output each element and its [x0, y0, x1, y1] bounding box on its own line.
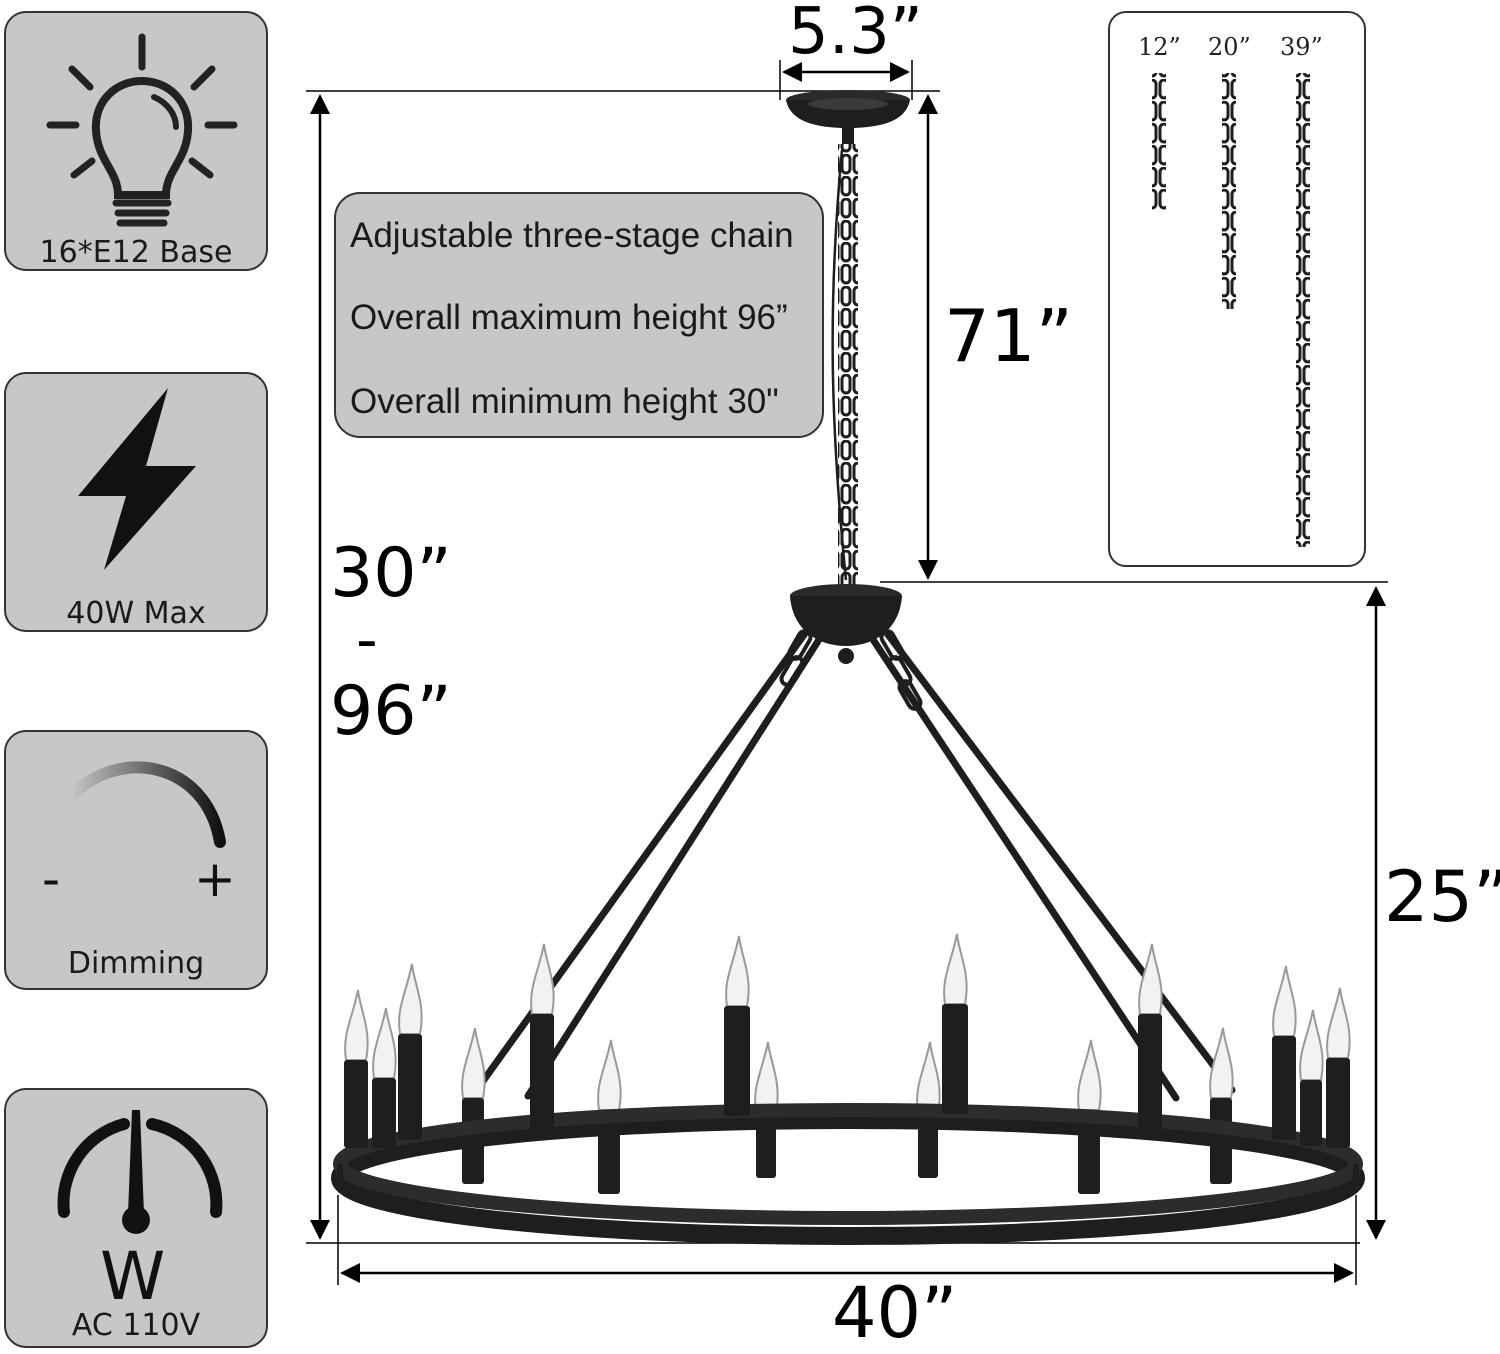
candle — [1138, 943, 1163, 1134]
height-min-label: 30” — [330, 534, 452, 613]
info-line-chain: Adjustable three-stage chain — [350, 216, 794, 255]
chain-label-medium: 20” — [1208, 33, 1251, 61]
candle-sleeve — [1272, 1036, 1296, 1140]
chain-samples — [1152, 73, 1310, 547]
candle-sleeve — [724, 1006, 750, 1116]
support-rods — [474, 628, 1236, 1102]
candle-bulb — [754, 1041, 779, 1113]
candle-bulb — [344, 989, 369, 1061]
candle-bulb — [1326, 987, 1351, 1059]
chain-sample-short — [1152, 73, 1166, 211]
light-bulb-icon — [46, 33, 238, 227]
candle-bulb — [1272, 965, 1297, 1037]
height-max-label: 96” — [330, 672, 452, 751]
candle-sleeve — [1138, 1014, 1162, 1134]
candle — [344, 989, 369, 1148]
candle-bulb — [597, 1039, 622, 1111]
ceiling-canopy — [786, 90, 910, 144]
candle-bulb — [916, 1041, 941, 1113]
candle — [1299, 1009, 1324, 1146]
candle — [1209, 1027, 1234, 1184]
main-chain — [831, 144, 858, 588]
candle — [942, 933, 968, 1114]
wattage-gauge-icon — [57, 1110, 223, 1234]
chain-sample-long — [1296, 73, 1310, 547]
chain-length-label: 71” — [944, 294, 1073, 378]
diameter-label: 40” — [832, 1272, 958, 1354]
candle-sleeve — [1326, 1058, 1350, 1148]
chain-lengths-box: 12” 20” 39” — [1108, 11, 1366, 567]
dimension-arrows — [310, 62, 1386, 1283]
body-canopy — [790, 584, 902, 664]
feature-card-dimming: - + Dimming — [4, 730, 268, 990]
watt-symbol: W — [100, 1238, 166, 1315]
info-line-max-height: Overall maximum height 96” — [350, 298, 788, 337]
candle-bulb — [943, 933, 968, 1005]
canopy-width-label: 5.3” — [788, 0, 923, 69]
candle-bulb — [372, 1007, 397, 1079]
candle — [398, 963, 423, 1140]
body-height-label: 25” — [1384, 856, 1500, 938]
candle-bulb — [1077, 1039, 1102, 1111]
feature-label: 40W Max — [66, 596, 206, 631]
candle — [372, 1007, 397, 1148]
feature-label: Dimming — [67, 946, 205, 981]
candle-bulb — [725, 935, 750, 1007]
feature-card-voltage: W AC 110V — [4, 1088, 268, 1348]
candle-bulb — [1299, 1009, 1324, 1081]
info-box: Adjustable three-stage chain Overall max… — [334, 192, 824, 438]
chandelier-ring — [331, 1103, 1365, 1245]
feature-card-bulb: 16*E12 Base — [4, 11, 268, 271]
candle — [724, 935, 750, 1116]
candle-sleeve — [372, 1078, 396, 1148]
lightning-bolt-icon — [78, 388, 196, 570]
candle-sleeve — [344, 1060, 368, 1148]
chain-label-short: 12” — [1138, 33, 1181, 61]
candle-sleeve — [530, 1014, 554, 1134]
candle-sleeve — [1300, 1080, 1322, 1146]
candle-sleeve — [942, 1004, 968, 1114]
feature-label: AC 110V — [71, 1308, 201, 1343]
info-line-min-height: Overall minimum height 30" — [350, 382, 779, 421]
candle — [530, 943, 555, 1134]
feature-label: 16*E12 Base — [39, 235, 233, 270]
candle-sleeve — [398, 1034, 422, 1140]
candle — [461, 1027, 486, 1184]
chain-sample-medium — [1222, 73, 1236, 309]
candle-bulb — [1209, 1027, 1234, 1099]
candle — [1326, 987, 1351, 1148]
rod-chain-links — [779, 629, 923, 711]
front-candles — [344, 933, 1351, 1148]
candle-bulb — [1138, 943, 1163, 1015]
feature-card-power: 40W Max — [4, 372, 268, 632]
chain-label-long: 39” — [1280, 33, 1323, 61]
dimming-arc-icon — [64, 761, 226, 848]
height-separator: - — [356, 605, 378, 675]
candle-bulb — [530, 943, 555, 1015]
candle-bulb — [461, 1027, 486, 1099]
dimming-minus: - — [42, 850, 61, 908]
candle-bulb — [398, 963, 423, 1035]
dimming-plus: + — [194, 850, 236, 908]
candle — [1272, 965, 1297, 1140]
